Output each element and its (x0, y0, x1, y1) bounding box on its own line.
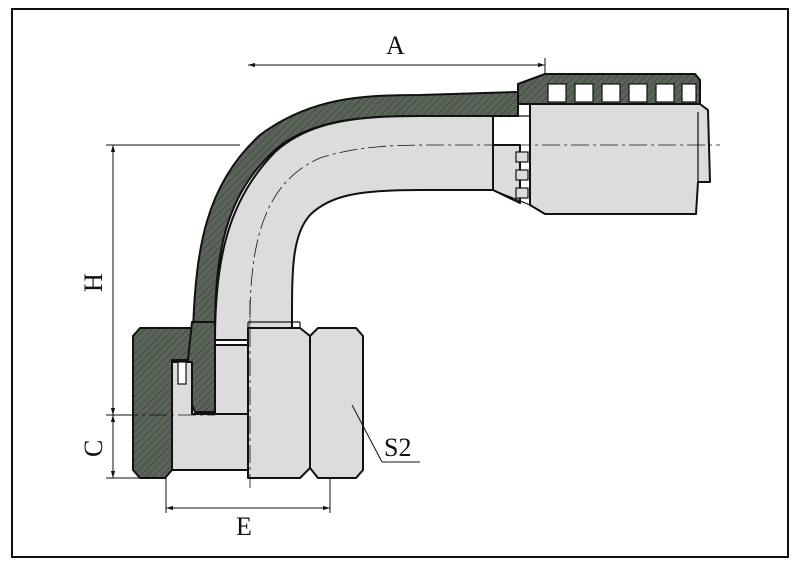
ferrule (492, 73, 711, 215)
dimension-c: C (79, 415, 140, 479)
dim-h-label: H (79, 273, 108, 292)
dim-c-label: C (79, 440, 108, 457)
dimension-e: E (165, 478, 331, 541)
dim-a-label: A (386, 31, 405, 60)
s2-callout: S2 (351, 404, 420, 463)
drawing-frame (11, 8, 789, 558)
dimension-a: A (248, 31, 546, 76)
swivel-nut (120, 300, 364, 488)
bent-tube (192, 91, 720, 460)
dim-s2-label: S2 (384, 433, 411, 462)
dim-e-label: E (236, 512, 252, 541)
